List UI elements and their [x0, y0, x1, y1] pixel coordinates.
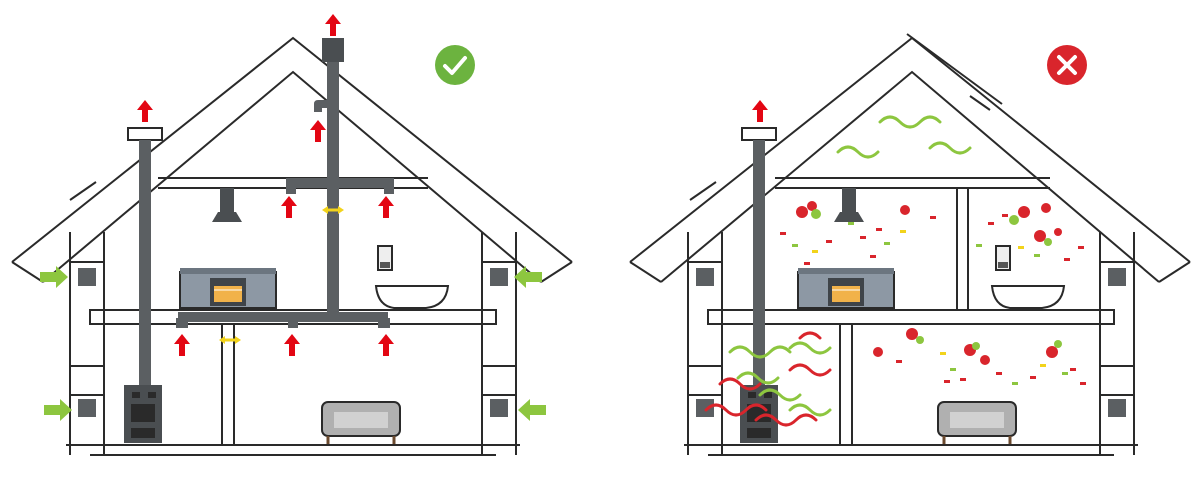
- cross-badge: [1047, 45, 1087, 85]
- chimney: [741, 127, 777, 388]
- stale-air-waves: [728, 115, 972, 417]
- blocked-wall-vents: [696, 268, 1126, 417]
- exhaust-arrows: [137, 14, 394, 356]
- range-hood: [834, 188, 864, 222]
- bathroom-fixtures: [374, 245, 450, 309]
- fresh-air-intake-arrows: [40, 266, 546, 421]
- crossflow-arrows: [219, 206, 344, 344]
- sofa: [321, 401, 401, 444]
- bathroom-fixtures: [990, 245, 1066, 309]
- wall-vents: [78, 268, 508, 417]
- cross-icon: [1057, 55, 1077, 75]
- range-hood: [212, 188, 242, 222]
- wood-stove: [740, 385, 778, 443]
- kitchen-unit: [797, 268, 895, 309]
- ventilated-house: [11, 36, 573, 456]
- roof-outer: [11, 36, 573, 263]
- unventilated-house: [629, 33, 1191, 456]
- checkmark-icon: [443, 56, 467, 75]
- chimney: [127, 127, 163, 388]
- pollutant-particles: [780, 201, 1086, 385]
- polluted-air-waves: [704, 331, 832, 427]
- ventilation-ducts: [176, 38, 394, 328]
- roof-inner: [42, 70, 542, 283]
- sofa: [937, 401, 1017, 444]
- kitchen-unit: [179, 268, 277, 309]
- exhaust-arrows: [752, 100, 768, 122]
- checkmark-badge: [435, 45, 475, 85]
- wood-stove: [124, 385, 162, 443]
